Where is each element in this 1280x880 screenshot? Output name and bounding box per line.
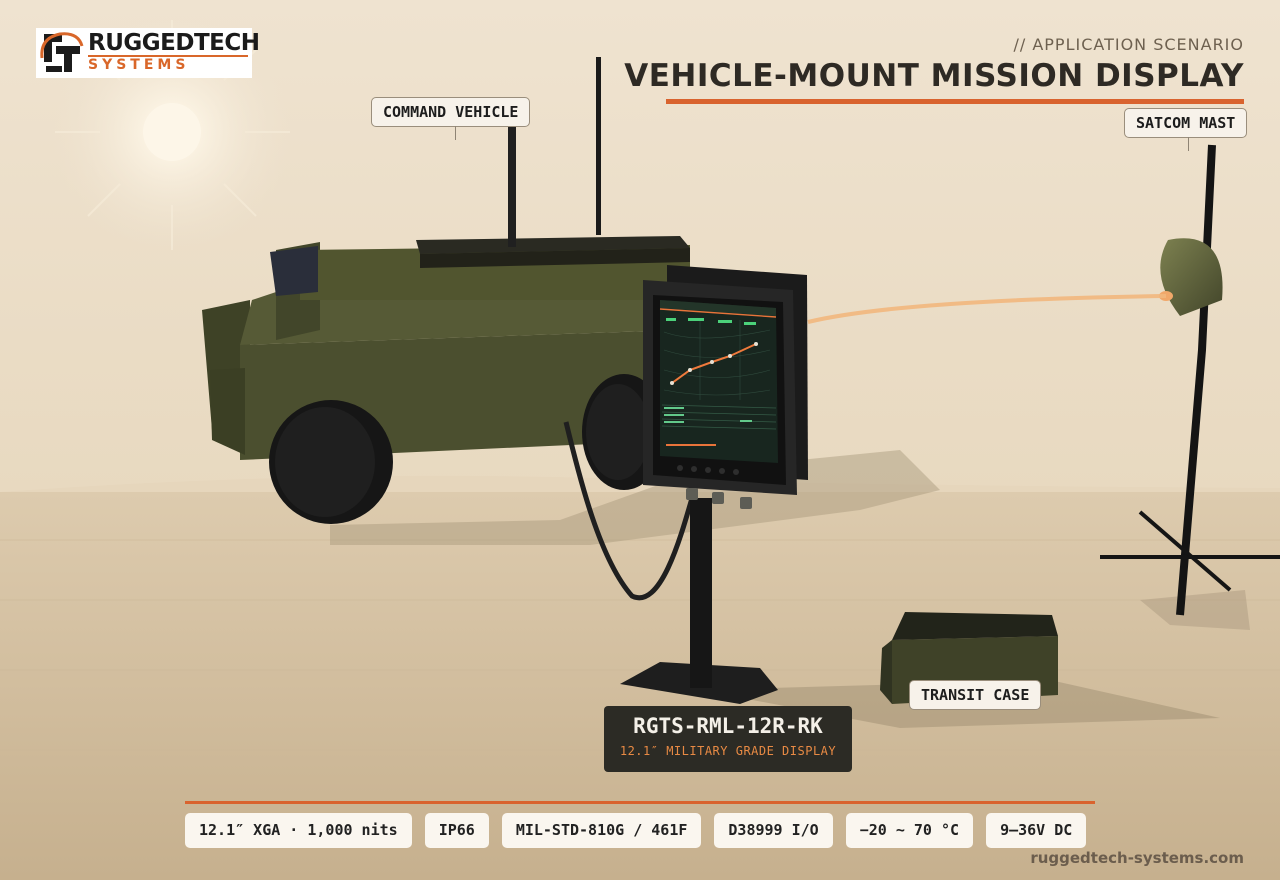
title-underline bbox=[666, 99, 1244, 104]
satcom-mast bbox=[1100, 144, 1280, 616]
page-title: VEHICLE-MOUNT MISSION DISPLAY bbox=[624, 58, 1244, 94]
website-link[interactable]: ruggedtech-systems.com bbox=[1030, 849, 1244, 867]
section-kicker: // APPLICATION SCENARIO bbox=[1013, 35, 1244, 54]
vehicle-cable bbox=[563, 421, 695, 601]
callout-command-vehicle-tick bbox=[455, 126, 456, 140]
display-screen bbox=[660, 300, 778, 463]
satcom-link bbox=[807, 294, 1167, 324]
spec-display: 12.1″ XGA · 1,000 nits bbox=[185, 813, 412, 848]
rugged-display bbox=[643, 265, 808, 509]
spec-power: 9–36V DC bbox=[986, 813, 1087, 848]
callout-satcom-mast-tick bbox=[1188, 137, 1189, 151]
satcom-dome bbox=[1160, 238, 1223, 316]
specs-divider bbox=[185, 801, 1095, 804]
callout-satcom-mast: SATCOM MAST bbox=[1124, 108, 1248, 138]
sun bbox=[143, 103, 201, 161]
display-stand bbox=[620, 498, 778, 704]
spec-list: 12.1″ XGA · 1,000 nits IP66 MIL-STD-810G… bbox=[185, 813, 1087, 848]
brand-mark-icon bbox=[40, 32, 84, 72]
spec-temperature: −20 ~ 70 °C bbox=[845, 813, 974, 848]
model-descriptor: 12.1″ MILITARY GRADE DISPLAY bbox=[619, 744, 837, 758]
mast-shadow bbox=[1140, 590, 1250, 630]
model-label: RGTS-RML-12R-RK 12.1″ MILITARY GRADE DIS… bbox=[604, 706, 852, 772]
display-connectors bbox=[686, 488, 752, 509]
callout-command-vehicle: COMMAND VEHICLE bbox=[371, 97, 531, 127]
brand-name: RUGGEDTECH bbox=[88, 30, 260, 56]
model-name: RGTS-RML-12R-RK bbox=[633, 714, 823, 738]
callout-transit-case: TRANSIT CASE bbox=[909, 680, 1042, 710]
brand-subtitle: SYSTEMS bbox=[88, 57, 190, 73]
spec-ingress: IP66 bbox=[424, 813, 489, 848]
brand-divider bbox=[88, 55, 248, 57]
vehicle-antenna-long bbox=[596, 57, 601, 235]
spec-standards: MIL-STD-810G / 461F bbox=[501, 813, 702, 848]
vehicle-antenna-short bbox=[508, 127, 516, 247]
spec-connectors: D38999 I/O bbox=[714, 813, 833, 848]
